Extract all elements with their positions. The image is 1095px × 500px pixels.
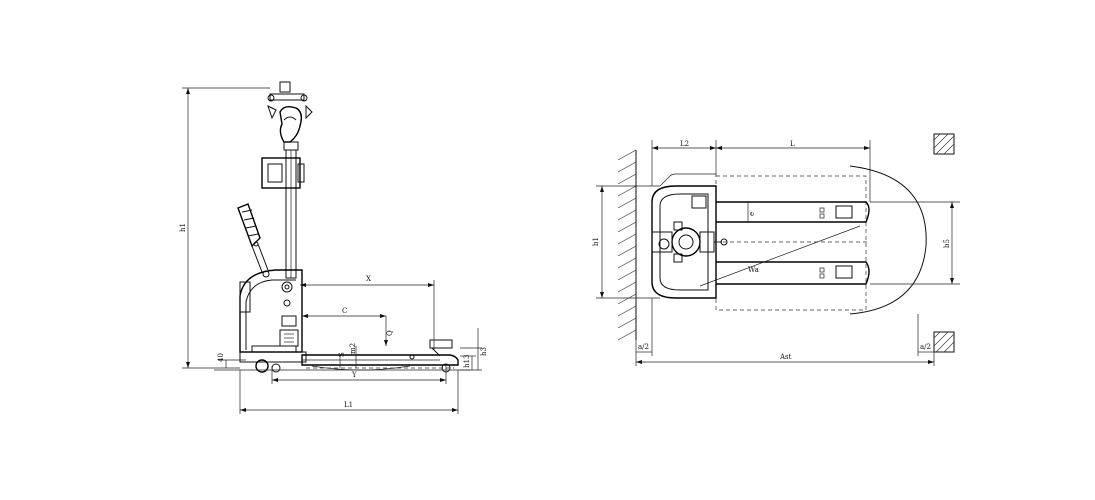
dim-40: 40 [217, 353, 246, 368]
side-view: h1 40 [179, 81, 488, 414]
dim-c: C [302, 307, 386, 318]
dim-h13-h3: h13 h3 [460, 328, 488, 371]
dim-40-label: 40 [217, 353, 225, 362]
tiller-head [267, 81, 313, 151]
dim-b5-label: b5 [943, 239, 951, 248]
dim-wa-label: Wa [748, 266, 759, 274]
dim-h1: h1 [179, 87, 270, 369]
pallet-outline [715, 175, 867, 311]
dim-l2-l: L2 L [651, 140, 871, 202]
dim-e-label: e [748, 212, 756, 216]
fork [301, 339, 459, 373]
wa-line: Wa [699, 225, 861, 287]
wall-right-bottom [933, 331, 955, 353]
wall-right-top [933, 133, 955, 155]
dim-a2-left-label: a/2 [638, 343, 649, 351]
dim-h13-label: h13 [463, 355, 471, 368]
chassis [239, 351, 307, 373]
dim-x-label: X [366, 275, 371, 283]
dim-m2-s: S m2 [338, 343, 357, 368]
dim-l-label: L [790, 140, 795, 148]
dim-c-label: C [342, 307, 347, 315]
dim-y: Y [271, 366, 447, 384]
dim-l2-label: L2 [680, 140, 689, 148]
dim-l1-label: L1 [344, 401, 353, 409]
dim-l1: L1 [239, 370, 459, 414]
truck-top [651, 173, 728, 299]
mast [261, 149, 305, 279]
dim-m2-label: m2 [349, 343, 357, 354]
dim-x: X [300, 275, 435, 350]
control-arm [237, 203, 270, 278]
dim-y-label: Y [351, 371, 357, 379]
dim-b1: b1 [592, 185, 660, 299]
dim-s-label: S [338, 352, 346, 357]
dim-e: e [747, 202, 756, 222]
dim-a2-ast: a/2 a/2 Ast [635, 298, 935, 366]
dim-a2-right-label: a/2 [920, 343, 931, 351]
dim-h3-label: h3 [480, 347, 488, 356]
dim-b5: b5 [870, 201, 960, 285]
load-q: Q [384, 316, 394, 346]
turning-arc [849, 165, 927, 315]
wall-left [617, 149, 637, 341]
load-q-label: Q [386, 330, 394, 336]
forks-top [716, 201, 870, 285]
top-view: Wa e L2 L b1 [592, 133, 960, 366]
truck-body [239, 269, 303, 353]
dim-b1-label: b1 [592, 237, 600, 246]
dim-h1-label: h1 [179, 223, 187, 232]
dim-ast-label: Ast [779, 353, 792, 361]
